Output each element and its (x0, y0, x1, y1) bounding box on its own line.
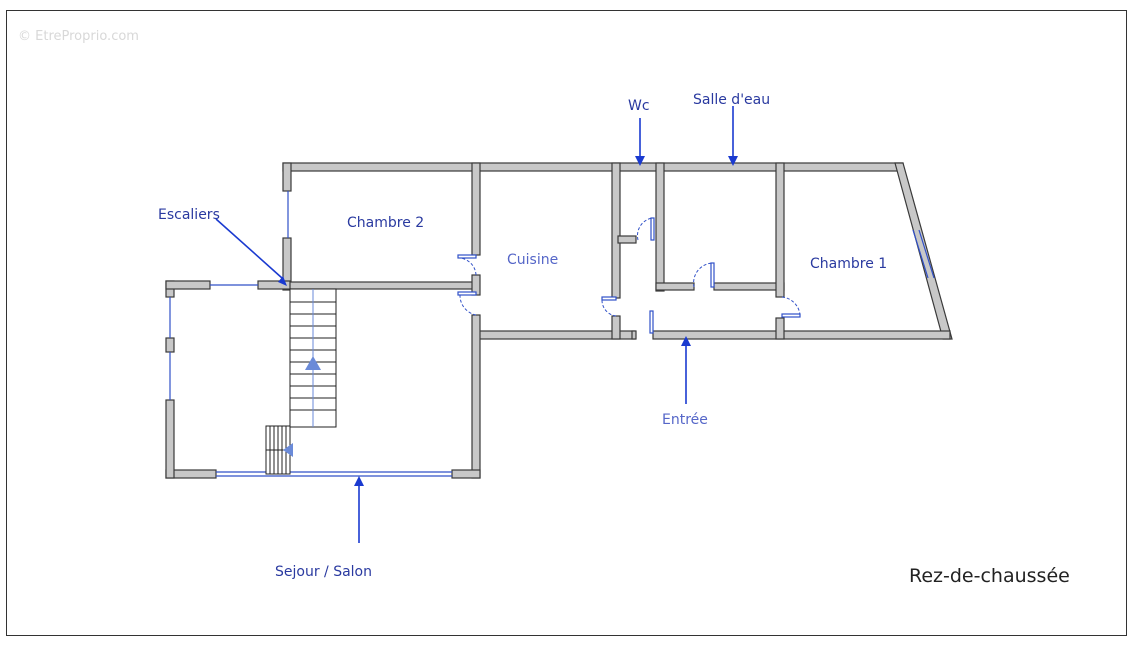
arrow-entree-head-icon (681, 336, 691, 346)
wall-bottom-right (652, 330, 951, 340)
wall-salon-left-b (165, 337, 175, 353)
wall-salon-top-left (165, 280, 211, 290)
door-salle-arc (693, 262, 713, 288)
wall-salle-chambre1 (775, 162, 785, 298)
door-wc-leaf (650, 217, 655, 241)
wall-wc-bottom (617, 235, 637, 244)
arrow-sejour-head-icon (354, 476, 364, 486)
door-cuisine-arc (601, 299, 617, 317)
wall-salle-bottom-b (713, 282, 785, 291)
window-chambre1-b (918, 229, 935, 279)
door-chambre2-leaf (457, 254, 477, 259)
wall-salon-bottom-right (451, 469, 481, 479)
door-wc-arc (637, 217, 653, 241)
arrow-escaliers-head-icon (278, 276, 287, 286)
floor-title: Rez-de-chaussée (909, 565, 1070, 587)
doors (457, 217, 801, 334)
arrow-wc-head-icon (635, 156, 645, 166)
door-cuisine-leaf (601, 296, 617, 301)
callout-salle-deau: Salle d'eau (693, 92, 770, 108)
door-chambre2-arc (459, 257, 477, 276)
wall-left-upper-a (282, 162, 292, 192)
door-entry-leaf (649, 310, 654, 334)
plan-frame (6, 10, 1127, 636)
room-chambre1: Chambre 1 (810, 256, 887, 272)
door-chambre1-arc (781, 296, 801, 316)
staircase (265, 288, 337, 475)
wall-chambre2-bottom (282, 281, 477, 290)
wall-salle-chambre1-b (775, 317, 785, 340)
room-cuisine: Cuisine (507, 252, 558, 268)
door-chambre1-leaf (781, 313, 801, 318)
callout-wc: Wc (628, 98, 650, 114)
walls (165, 162, 953, 479)
arrow-escaliers (215, 218, 283, 279)
callout-entree: Entrée (662, 412, 708, 428)
arrow-salle-deau-head-icon (728, 156, 738, 166)
stair-turn-arrow-icon (283, 443, 293, 457)
wall-salon-left-c (165, 399, 175, 479)
callout-escaliers: Escaliers (158, 207, 220, 223)
wall-entry-jamb-left (631, 330, 637, 340)
wall-salon-right (471, 314, 481, 479)
callout-sejour-salon: Sejour / Salon (275, 564, 372, 580)
door-salon-leaf (457, 291, 477, 296)
door-salon-arc (459, 294, 477, 316)
wall-wc-salle (655, 162, 665, 292)
windows (169, 191, 935, 477)
wall-cuisine-wc (611, 162, 621, 299)
watermark: © EtreProprio.com (18, 29, 139, 44)
room-chambre2: Chambre 2 (347, 215, 424, 231)
wall-c2-cuisine-a (471, 162, 481, 256)
wall-right-slant (894, 162, 953, 340)
wall-cuisine-wc-b (611, 315, 621, 340)
wall-left-upper-b (282, 237, 292, 291)
wall-salle-bottom-a (655, 282, 695, 291)
wall-top (282, 162, 904, 172)
wall-bottom-middle (475, 330, 636, 340)
window-chambre1 (912, 229, 929, 279)
stair-up-arrow-icon (305, 356, 321, 370)
door-salle-leaf (710, 262, 715, 288)
